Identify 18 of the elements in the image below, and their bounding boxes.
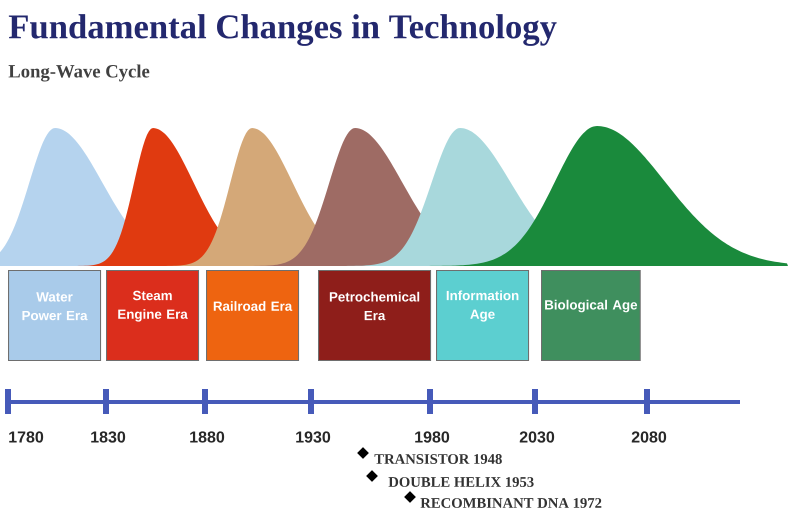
era-box: Water Power Era bbox=[8, 270, 102, 362]
year-label: 2080 bbox=[632, 431, 666, 443]
milestone-label: TRANSISTOR 1948 bbox=[374, 454, 502, 464]
year-label: 1980 bbox=[415, 431, 450, 443]
subtitle: Long-Wave Cycle bbox=[8, 64, 150, 82]
milestone-label: RECOMBINANT DNA 1972 bbox=[420, 498, 602, 508]
era-box: Petrochemical Era bbox=[318, 270, 432, 362]
year-label: 1930 bbox=[296, 431, 330, 443]
era-box: Steam Engine Era bbox=[106, 270, 200, 362]
era-box: Information Age bbox=[436, 270, 530, 362]
year-label: 1880 bbox=[190, 431, 224, 443]
milestone-label: DOUBLE HELIX 1953 bbox=[388, 477, 534, 487]
title: Fundamental Changes in Technology bbox=[8, 14, 557, 46]
year-label: 2030 bbox=[520, 431, 554, 443]
era-box: Biological Age bbox=[541, 270, 641, 362]
year-label: 1830 bbox=[91, 431, 126, 443]
year-label: 1780 bbox=[9, 431, 44, 443]
era-box: Railroad Era bbox=[206, 270, 300, 362]
